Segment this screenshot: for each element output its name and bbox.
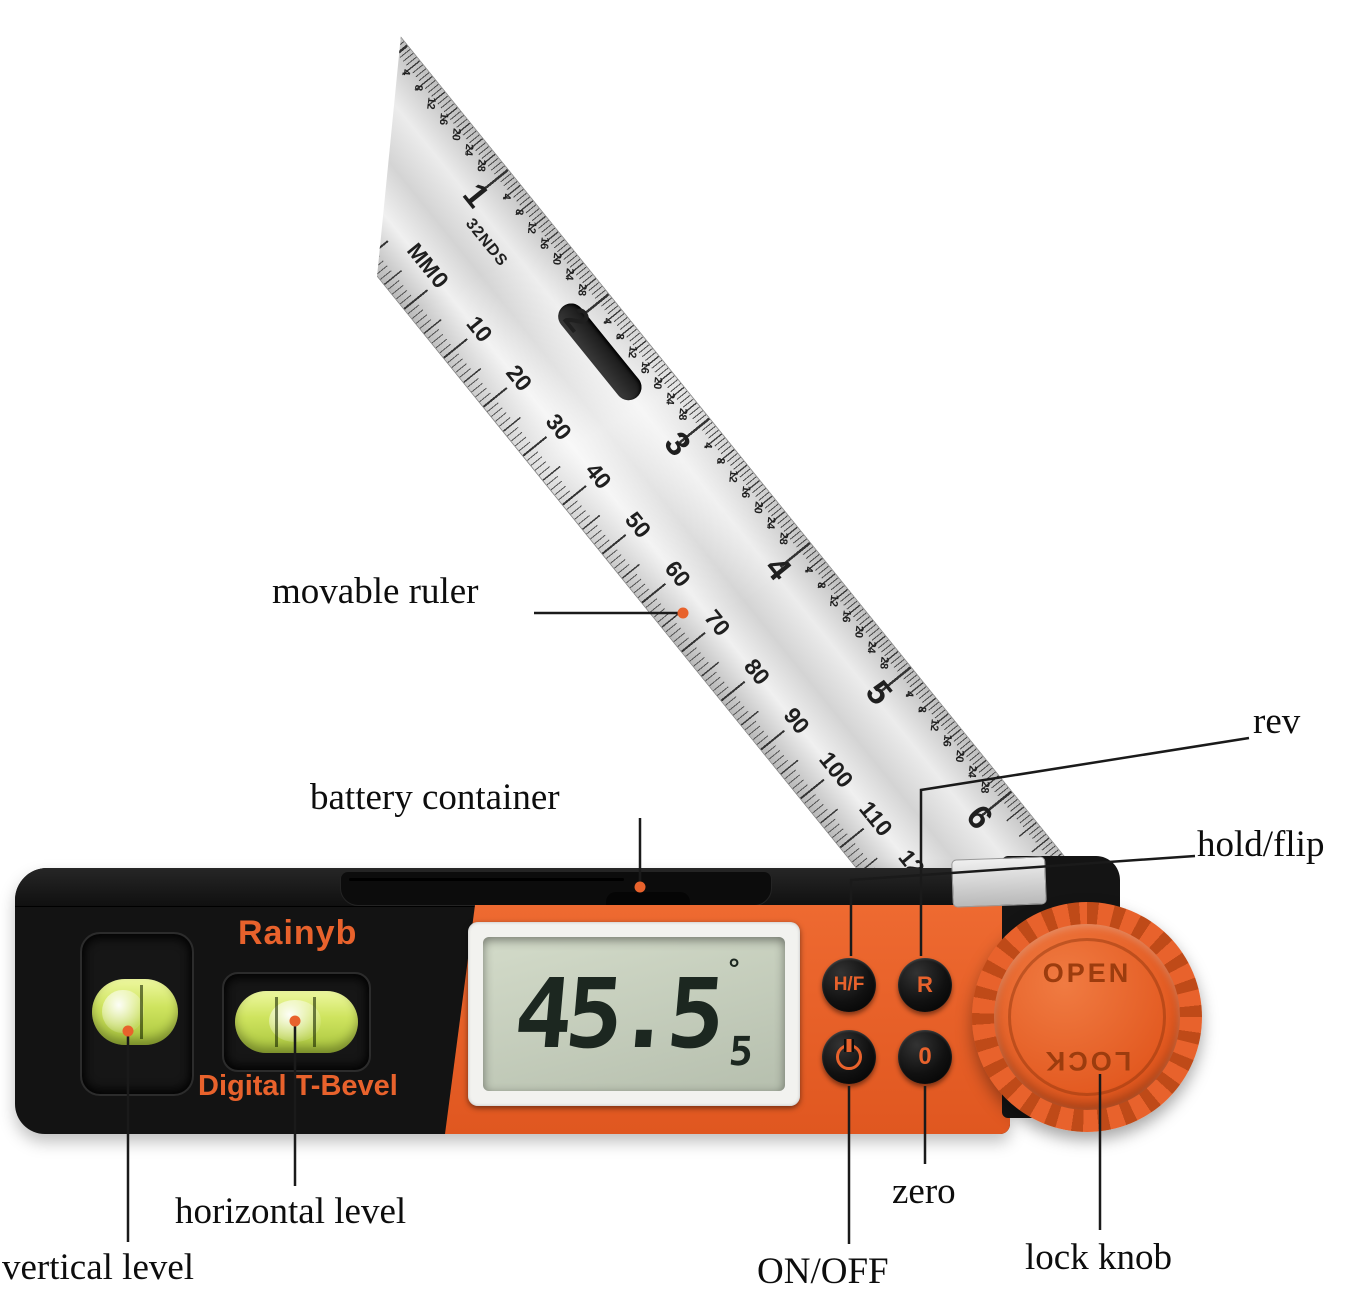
ruler-small-number: 20 xyxy=(952,749,967,763)
battery-door-slot xyxy=(349,878,624,881)
ruler-small-number: 4 xyxy=(802,565,815,574)
lcd-side-symbols: ° 5 xyxy=(719,953,755,1075)
ruler-small-number: 24 xyxy=(864,640,878,655)
ruler-mm-number: 110 xyxy=(854,795,898,842)
ruler-small-number: 28 xyxy=(675,407,690,421)
knob-lock-text: LOCK xyxy=(1042,1046,1132,1076)
ruler-scale-numbers: 0102030405060708090100110120MM12345632ND… xyxy=(384,17,1152,965)
label-zero: zero xyxy=(892,1171,956,1212)
ruler-mm-number: 60 xyxy=(659,555,696,592)
ruler-small-number: 28 xyxy=(474,158,488,173)
label-movable-ruler: movable ruler xyxy=(272,571,479,612)
battery-container xyxy=(340,871,772,906)
ruler-small-number: 24 xyxy=(965,764,979,779)
ruler-mm-number: 50 xyxy=(620,506,657,543)
ruler-small-number: 12 xyxy=(524,220,539,235)
ruler-inch-number: 5 xyxy=(857,673,900,713)
ruler-small-number: 12 xyxy=(625,345,639,359)
lcd-screen: 45.5 ° 5 xyxy=(483,937,785,1091)
ruler-mm-number: 100 xyxy=(814,746,859,793)
ruler-small-number: 12 xyxy=(726,469,740,484)
ruler-inch-number: 3 xyxy=(656,424,698,464)
ruler-small-number: 8 xyxy=(814,581,828,589)
ruler-small-number: 8 xyxy=(915,705,928,714)
ruler-mm-number: 20 xyxy=(501,359,538,396)
ruler-small-number: 16 xyxy=(638,360,652,375)
ruler-small-number: 20 xyxy=(650,376,664,390)
vial-mark xyxy=(140,985,143,1039)
ruler-small-number: 24 xyxy=(562,267,576,282)
ruler-mm-number: 80 xyxy=(738,653,776,690)
degree-symbol: ° xyxy=(728,953,740,984)
vertical-level xyxy=(80,932,194,1096)
power-icon xyxy=(836,1044,862,1070)
ruler-small-number: 4 xyxy=(399,68,412,76)
ruler-mm-number: 10 xyxy=(461,310,498,348)
lcd-angle-value: 45.5 xyxy=(510,958,724,1070)
knob-open-text: OPEN xyxy=(1042,958,1132,988)
label-hold-flip: hold/flip xyxy=(1197,824,1325,865)
vial-mark xyxy=(313,997,316,1047)
horizontal-level-vial xyxy=(235,991,358,1053)
label-horizontal-level: horizontal level xyxy=(175,1191,407,1232)
ruler-mm-number: 70 xyxy=(699,604,736,641)
ruler-small-number: 16 xyxy=(738,485,753,499)
ruler-32nds-label: 32NDS xyxy=(461,215,511,271)
horizontal-level xyxy=(222,972,371,1072)
vial-mark xyxy=(275,997,278,1047)
ruler-inch-number: 1 xyxy=(455,176,497,215)
vertical-level-vial xyxy=(92,979,178,1045)
battery-door-notch xyxy=(606,892,690,905)
ruler-small-number: 8 xyxy=(411,84,425,92)
ruler-small-number: 20 xyxy=(449,127,463,142)
vertical-level-bubble xyxy=(102,989,144,1034)
model-name: Digital T-Bevel xyxy=(198,1070,398,1102)
ruler-mm-number: 90 xyxy=(778,702,815,739)
ruler-small-number: 8 xyxy=(512,208,526,216)
brand-logo: Rainyb xyxy=(238,914,358,952)
label-rev: rev xyxy=(1253,701,1301,742)
ruler-inch-number: 6 xyxy=(958,797,1001,837)
body-top-strip xyxy=(15,868,1010,907)
hold-flip-button: H/F xyxy=(822,958,876,1012)
ruler-small-number: 28 xyxy=(575,283,589,297)
ruler-small-number: 12 xyxy=(826,594,841,608)
ruler-small-number: 8 xyxy=(713,457,727,465)
ruler-small-number: 28 xyxy=(877,656,891,670)
lcd-sub-digit: 5 xyxy=(726,1029,755,1075)
ruler-mm-number: 30 xyxy=(540,408,578,445)
ruler-small-number: 24 xyxy=(663,391,677,406)
ruler-small-number: 4 xyxy=(600,317,614,325)
power-button xyxy=(822,1030,876,1084)
label-lock-knob: lock knob xyxy=(1025,1237,1172,1278)
device-body: Rainyb Digital T-Bevel 45.5 ° 5 xyxy=(15,868,1010,1134)
ruler-small-number: 12 xyxy=(424,96,438,111)
ruler-small-number: 16 xyxy=(839,609,853,623)
label-on-off: ON/OFF xyxy=(757,1251,889,1292)
ruler-small-number: 20 xyxy=(852,625,866,639)
ruler-small-number: 20 xyxy=(751,500,765,515)
ruler-small-number: 4 xyxy=(902,690,916,698)
ruler-small-number: 20 xyxy=(550,252,564,266)
ruler-small-number: 16 xyxy=(537,236,551,250)
ruler-small-number: 8 xyxy=(613,332,626,341)
ruler-small-number: 28 xyxy=(977,780,992,794)
ruler-small-number: 4 xyxy=(701,441,714,449)
clamp-plate xyxy=(951,856,1047,908)
ruler-small-number: 12 xyxy=(927,718,941,732)
rev-button: R xyxy=(898,958,952,1012)
ruler-inch-number: 4 xyxy=(757,549,799,588)
ruler-small-number: 16 xyxy=(436,112,450,126)
ruler-small-number: 28 xyxy=(776,531,790,546)
zero-button: 0 xyxy=(898,1030,952,1084)
ruler-small-number: 16 xyxy=(940,733,954,748)
ruler-small-number: 24 xyxy=(461,143,476,157)
lcd-display: 45.5 ° 5 xyxy=(468,922,800,1106)
lock-knob: OPEN LOCK xyxy=(972,902,1202,1132)
label-battery-container: battery container xyxy=(310,777,560,818)
ruler-small-number: 4 xyxy=(500,192,513,201)
ruler-small-number: 24 xyxy=(764,516,778,530)
ruler-mm-number: 40 xyxy=(580,457,617,494)
label-vertical-level: vertical level xyxy=(2,1247,195,1288)
